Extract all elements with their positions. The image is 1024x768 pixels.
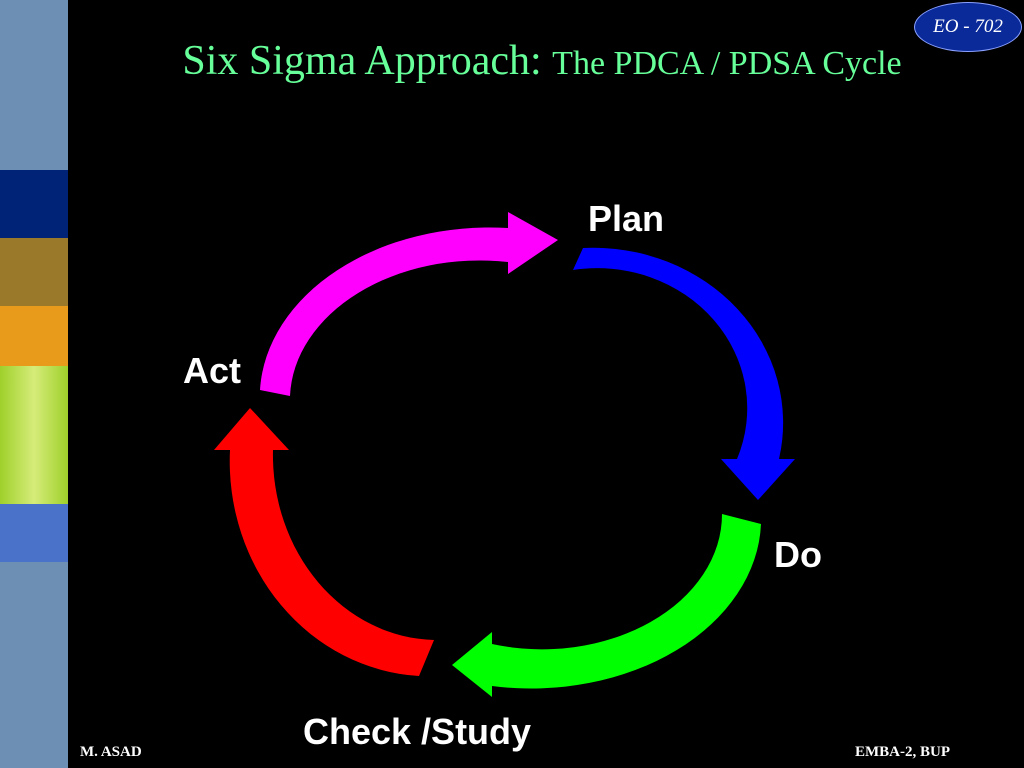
check-arrow [214,408,434,676]
do-arrow [452,514,761,697]
strip-block-4 [0,306,68,366]
strip-block-1 [0,0,68,170]
strip-block-5 [0,366,68,504]
footer-program: EMBA-2, BUP [855,744,950,760]
check-study-label: Check /Study [303,711,532,752]
title-sub: The PDCA / PDSA Cycle [552,45,902,82]
plan-arrow [573,247,795,500]
act-arrow [260,212,558,396]
strip-block-3 [0,238,68,306]
title-main: Six Sigma Approach: [182,38,542,84]
plan-label: Plan [588,198,665,239]
slide-code-badge: EO - 702 [914,2,1022,52]
slide-title: Six Sigma Approach: The PDCA / PDSA Cycl… [0,38,1024,84]
slide-code-text: EO - 702 [933,16,1003,37]
footer-author: M. ASAD [80,744,142,760]
do-label: Do [774,534,822,575]
strip-block-2 [0,170,68,238]
act-label: Act [183,350,242,391]
strip-block-6 [0,504,68,562]
strip-block-7 [0,562,68,768]
side-color-strip [0,0,68,768]
